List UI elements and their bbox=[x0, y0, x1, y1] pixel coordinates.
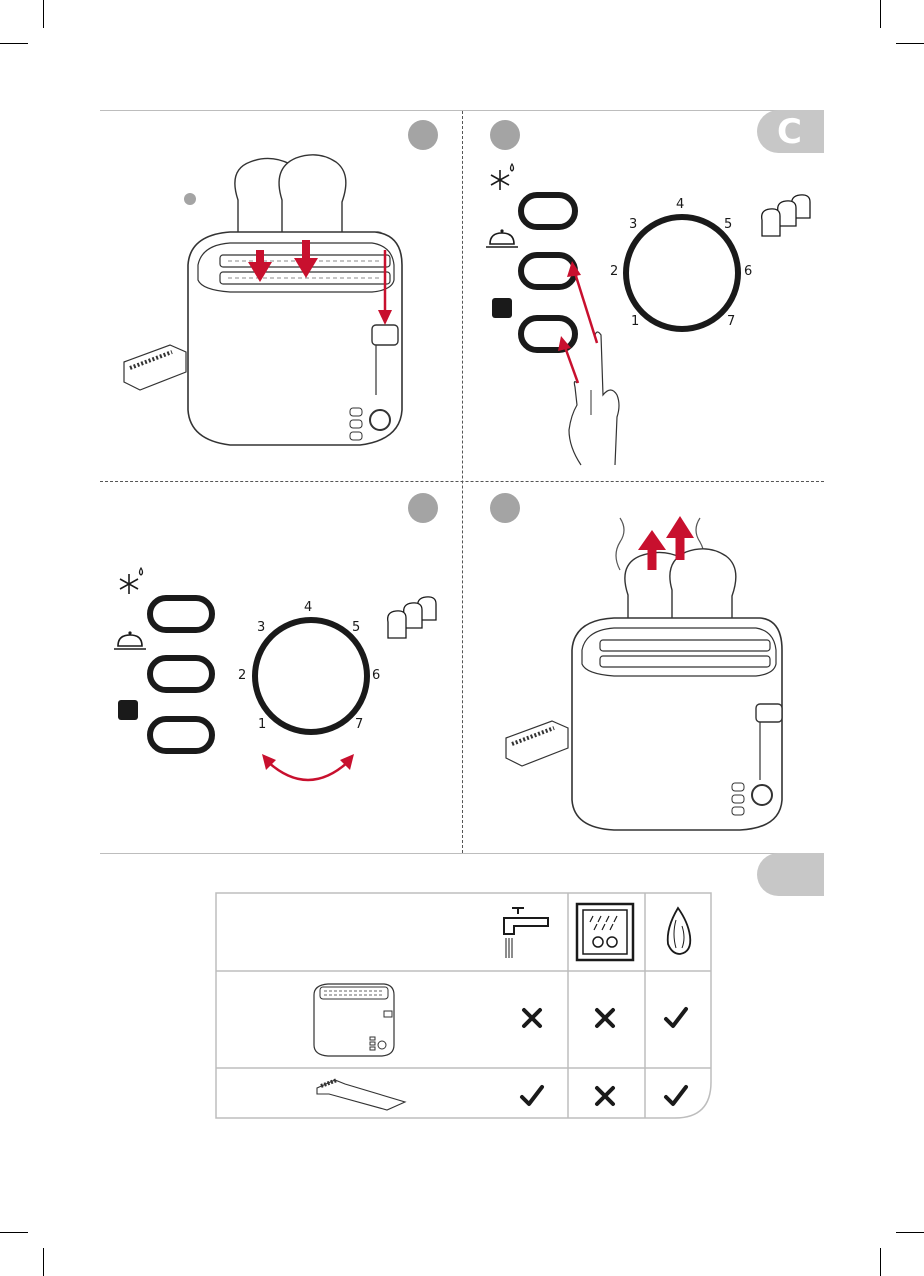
snowflake-drop-icon bbox=[117, 566, 147, 596]
dishwasher-icon bbox=[575, 902, 635, 962]
section-tab-c: C bbox=[757, 110, 824, 153]
dial-number-4: 4 bbox=[304, 600, 312, 615]
cross-icon bbox=[519, 1005, 545, 1031]
dial-number-3: 3 bbox=[629, 217, 637, 232]
dial-number-2: 2 bbox=[238, 668, 246, 683]
toaster-thumbnail bbox=[308, 975, 398, 1060]
dial-number-6: 6 bbox=[372, 668, 380, 683]
crop-mark bbox=[880, 1248, 881, 1276]
check-icon bbox=[519, 1083, 545, 1109]
finger-press-illustration bbox=[545, 255, 635, 470]
crop-mark bbox=[896, 1232, 924, 1233]
crop-mark bbox=[880, 0, 881, 28]
dial-number-6: 6 bbox=[744, 264, 752, 279]
stop-button[interactable] bbox=[147, 716, 215, 754]
section-tab-letter: C bbox=[777, 112, 802, 152]
check-icon bbox=[663, 1005, 689, 1031]
crop-mark bbox=[896, 43, 924, 44]
dial-number-7: 7 bbox=[355, 717, 363, 732]
dial-number-5: 5 bbox=[724, 217, 732, 232]
bottom-rule bbox=[100, 853, 824, 854]
step-marker-3 bbox=[408, 493, 438, 523]
care-table bbox=[215, 892, 712, 1120]
toast-stack-icon bbox=[384, 594, 444, 642]
vertical-dashed-divider bbox=[462, 111, 463, 853]
toaster-popup-illustration bbox=[500, 510, 800, 840]
damp-cloth-icon bbox=[664, 906, 694, 956]
crop-mark bbox=[43, 0, 44, 28]
cloche-icon bbox=[112, 630, 148, 652]
crop-mark bbox=[0, 1232, 28, 1233]
cross-icon bbox=[592, 1083, 618, 1109]
reheat-button[interactable] bbox=[147, 655, 215, 693]
defrost-button[interactable] bbox=[147, 595, 215, 633]
snowflake-drop-icon bbox=[488, 162, 518, 192]
check-icon bbox=[663, 1083, 689, 1109]
dial-number-7: 7 bbox=[727, 314, 735, 329]
stop-square-icon bbox=[492, 298, 512, 318]
toaster-insert-illustration bbox=[110, 140, 430, 470]
toast-stack-icon bbox=[758, 192, 818, 240]
dial-number-4: 4 bbox=[676, 197, 684, 212]
section-tab-blank bbox=[757, 853, 824, 896]
tap-water-icon bbox=[500, 906, 552, 960]
dial-number-3: 3 bbox=[257, 620, 265, 635]
dial-number-5: 5 bbox=[352, 620, 360, 635]
defrost-button[interactable] bbox=[518, 192, 578, 230]
cross-icon bbox=[592, 1005, 618, 1031]
stop-square-icon bbox=[118, 700, 138, 720]
rotate-arrow-icon bbox=[258, 750, 358, 790]
step-marker-2 bbox=[490, 120, 520, 150]
crumb-tray-thumbnail bbox=[315, 1076, 410, 1112]
cloche-icon bbox=[484, 228, 520, 250]
crop-mark bbox=[43, 1248, 44, 1276]
crop-mark bbox=[0, 43, 28, 44]
dial-number-1: 1 bbox=[258, 717, 266, 732]
